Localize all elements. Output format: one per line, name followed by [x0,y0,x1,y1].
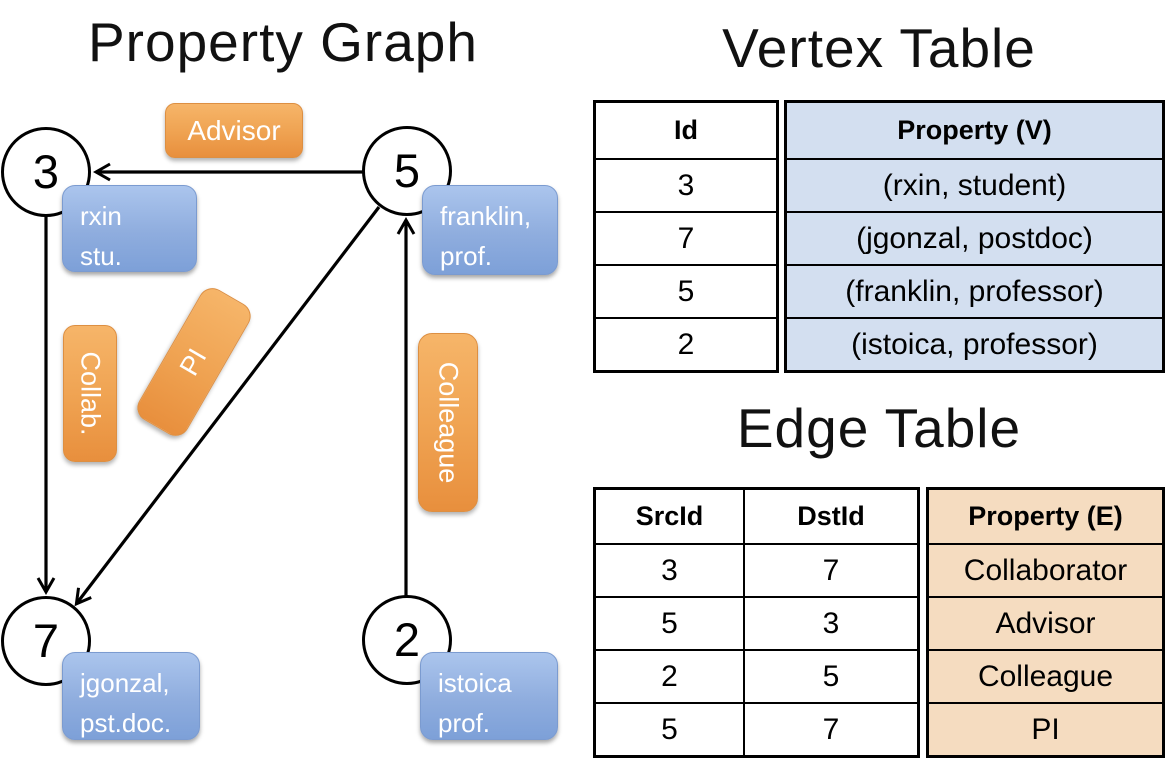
vertex-table-property-column: Property (V) (rxin, student) (jgonzal, p… [784,100,1165,373]
vertex-table-id-cell: 7 [596,211,776,264]
vertex-property-box-7: jgonzal, pst.doc. [62,652,200,740]
edge-table-id-header-row: SrcId DstId [596,490,917,543]
vertex-table-id-cell: 3 [596,158,776,211]
vertex-name: istoica [438,668,512,698]
vertex-table-property-cell: (franklin, professor) [787,264,1162,317]
edge-label-text: Colleague [433,361,464,484]
vertex-name: jgonzal, [80,668,170,698]
vertex-role: prof. [440,241,493,272]
graph-node-3: 3 [1,127,91,217]
vertex-table-id-header: Id [674,115,698,145]
edge-label-advisor: Advisor [165,103,303,158]
vertex-table-property-cell: (istoica, professor) [787,317,1162,370]
vertex-table-property-header: Property (V) [897,115,1052,145]
edge-table-property-header: Property (E) [968,501,1123,531]
edge-table-id-row: 2 5 [596,649,917,702]
edge-table-title: Edge Table [736,397,1022,459]
edge-table-property-cell: PI [929,702,1162,755]
property-graph-title: Property Graph [87,11,478,73]
vertex-table-id-column: Id 3 7 5 2 [593,100,779,373]
edge-label-text: Advisor [187,114,281,146]
vertex-role: pst.doc. [80,708,172,739]
dstid-header: DstId [743,490,917,543]
edge-label-colleague: Colleague [418,333,478,512]
vertex-name: rxin [80,201,122,231]
edge-table-id-row: 5 7 [596,702,917,755]
vertex-property-box-5: franklin, prof. [422,185,558,275]
edge-table-id-row: 5 3 [596,596,917,649]
node-id-label: 3 [32,144,60,198]
vertex-table-title: Vertex Table [722,17,1036,79]
edge-table-property-column: Property (E) Collaborator Advisor Collea… [926,487,1165,758]
vertex-name: franklin, [440,201,532,231]
edge-label-pi: PI [132,283,256,441]
edge-table-id-columns: SrcId DstId 3 7 5 3 2 5 5 7 [593,487,920,758]
vertex-table-id-cell: 2 [596,317,776,370]
node-id-label: 2 [393,612,421,666]
srcid-header: SrcId [635,501,704,531]
vertex-property-box-2: istoica prof. [420,652,558,740]
edge-table-property-cell: Advisor [929,596,1162,649]
edge-table-property-cell: Colleague [929,649,1162,702]
edge-table-property-cell: Collaborator [929,543,1162,596]
edge-table-id-row: 3 7 [596,543,917,596]
edge-label-text: Collab. [75,351,106,436]
edge-label-collab: Collab. [63,325,117,462]
node-id-label: 7 [32,613,60,667]
node-id-label: 5 [393,143,421,197]
vertex-property-box-3: rxin stu. [62,185,197,272]
vertex-role: stu. [80,241,122,272]
vertex-role: prof. [438,708,491,739]
vertex-table-property-cell: (jgonzal, postdoc) [787,211,1162,264]
vertex-table-id-cell: 5 [596,264,776,317]
edge-label-text: PI [174,343,213,381]
vertex-table-property-cell: (rxin, student) [787,158,1162,211]
